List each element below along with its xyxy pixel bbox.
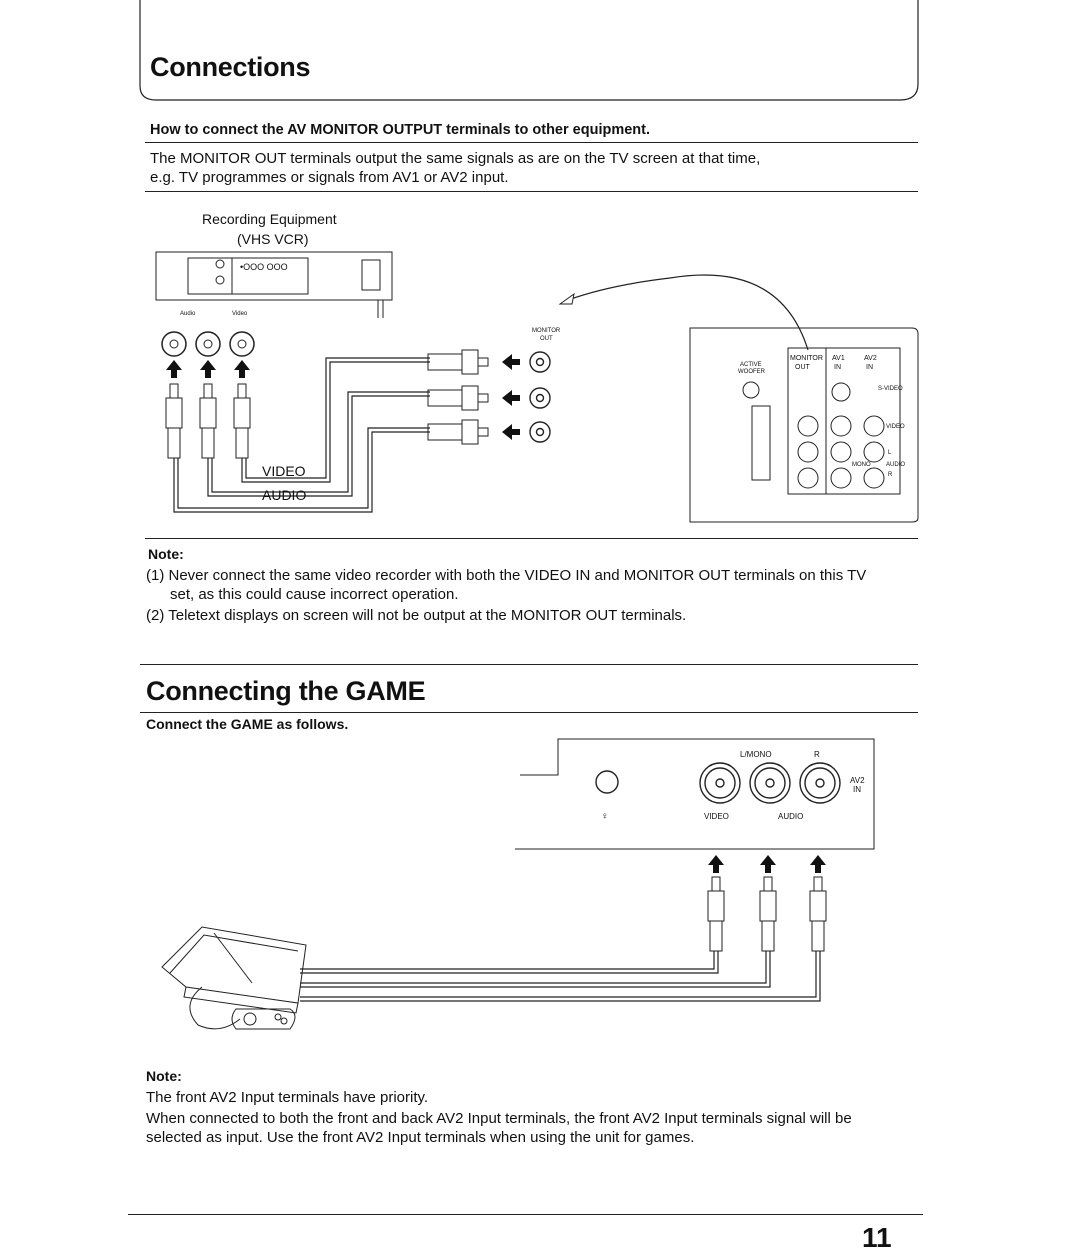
tv-rear-panel: ACTIVE WOOFER MONITOR OUT AV1 IN AV2 IN … [689,327,919,523]
panel-av1-in-label: IN [834,364,841,371]
rca-plug-icon [707,876,827,952]
note-heading: Note: [148,546,184,562]
note-line: selected as input. Use the front AV2 Inp… [146,1129,695,1146]
note-item-continued: set, as this could cause incorrect opera… [170,586,459,603]
page-title: Connections [150,52,311,82]
cable-audio-label: AUDIO [262,487,306,503]
audio-label: AUDIO [778,812,803,821]
game-console-icon [161,926,307,1014]
equipment-label: Recording Equipment [202,211,337,227]
vcr-connection-diagram: Recording Equipment (VHS VCR) •OOO OOO A… [155,211,919,523]
intro-line: e.g. TV programmes or signals from AV1 o… [150,169,509,186]
cable-video-label: VIDEO [262,463,306,479]
left-arrow-icon [502,354,520,440]
note-item: (1) Never connect the same video recorde… [146,567,867,584]
game-controller-icon [189,986,296,1030]
panel-monitor-label: MONITOR [790,355,823,362]
intro-text: The MONITOR OUT terminals output the sam… [150,149,760,187]
monitor-out-jacks [529,351,551,443]
r-label: R [814,750,820,759]
video-label: VIDEO [704,812,729,821]
av2-label: AV2 [850,776,865,785]
vcr-audio-label: Audio [180,311,196,317]
headphone-jack [595,770,619,794]
panel-l-label: L [888,450,892,456]
note-line: When connected to both the front and bac… [146,1110,852,1127]
page-number: 11 [862,1222,892,1253]
panel-svideo-label: S-VIDEO [878,386,903,392]
header-frame [139,0,919,101]
game-connection-diagram: ♀ L/MONO R AV2 IN VIDEO AUDIO [161,738,875,1030]
note-item: (2) Teletext displays on screen will not… [146,607,687,624]
up-arrow-icon [166,360,250,378]
equipment-sublabel: (VHS VCR) [237,231,309,247]
in-label: IN [853,785,861,794]
panel-video-label: VIDEO [886,424,905,430]
up-arrow-icon [708,855,826,873]
note-list: (1) Never connect the same video recorde… [146,566,916,625]
svg-text:♀: ♀ [601,811,609,822]
section-subtitle: How to connect the AV MONITOR OUTPUT ter… [150,122,651,138]
panel-av2-label: AV2 [864,355,877,362]
vcr-icon: •OOO OOO [155,251,393,318]
panel-audio-label: AUDIO [886,462,905,468]
section-title: Connecting the GAME [146,676,426,706]
monitor-out-small-label: MONITOR [532,328,561,334]
vcr-input-jacks [161,331,255,357]
svg-text:•OOO OOO: •OOO OOO [240,262,288,272]
section-subtitle: Connect the GAME as follows. [146,716,349,732]
panel-av1-label: AV1 [832,355,845,362]
monitor-out-small-label2: OUT [540,336,553,342]
active-woofer-label: ACTIVE [740,362,762,368]
intro-line: The MONITOR OUT terminals output the sam… [150,150,761,167]
front-av2-jacks [699,762,841,804]
panel-mono-label: MONO [852,462,871,468]
note-paragraph: The front AV2 Input terminals have prior… [146,1088,916,1147]
active-woofer-label2: WOOFER [738,369,766,375]
vcr-video-label: Video [232,311,248,317]
panel-r-label: R [888,472,893,478]
pointer-arrow [567,274,809,351]
l-mono-label: L/MONO [740,750,772,759]
rca-plug-icon [165,383,251,459]
note-heading: Note: [146,1068,182,1084]
monitor-out-plugs [427,349,489,445]
note-line: The front AV2 Input terminals have prior… [146,1089,429,1106]
panel-out-label: OUT [795,364,811,371]
panel-av2-in-label: IN [866,364,873,371]
